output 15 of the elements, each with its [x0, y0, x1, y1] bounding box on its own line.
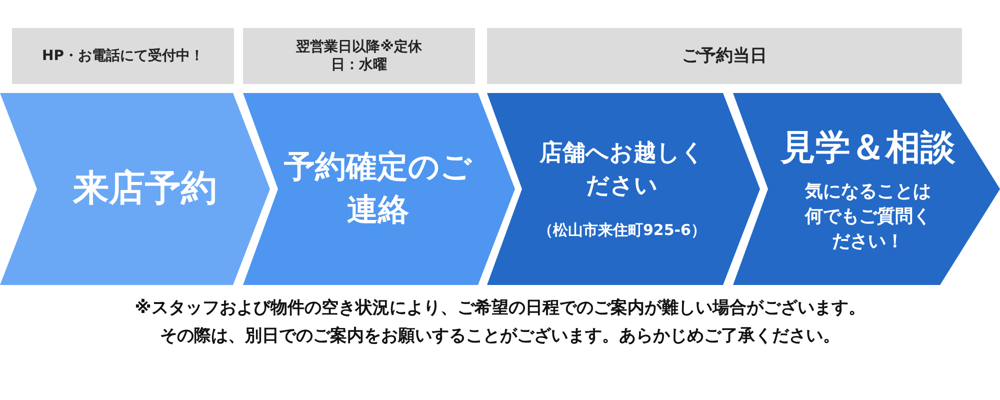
step-title: 予約確定のご連絡 [283, 148, 473, 230]
chevron-step [487, 93, 760, 285]
step-description: 気になることは何でもご質問ください！ [804, 180, 932, 254]
step-title: 店舗へお越しください [538, 139, 706, 200]
step-header: 翌営業日以降※定休日：水曜 [243, 28, 475, 84]
step-header: HP・お電話にて受付中！ [12, 28, 234, 84]
step-title: 来店予約 [73, 166, 217, 211]
chevron-step [0, 93, 270, 285]
step-title: 見学＆相談 [780, 126, 956, 170]
chevron-step [243, 93, 515, 285]
footnote: その際は、別日でのご案内をお願いすることがございます。あらかじめご了承ください。 [159, 325, 841, 347]
step-description: （松山市来住町925-6） [538, 220, 706, 241]
chevron-step [733, 93, 1000, 285]
step-header: ご予約当日 [487, 28, 962, 84]
footnote: ※スタッフおよび物件の空き状況により、ご希望の日程でのご案内が難しい場合がございます。 [134, 297, 866, 319]
